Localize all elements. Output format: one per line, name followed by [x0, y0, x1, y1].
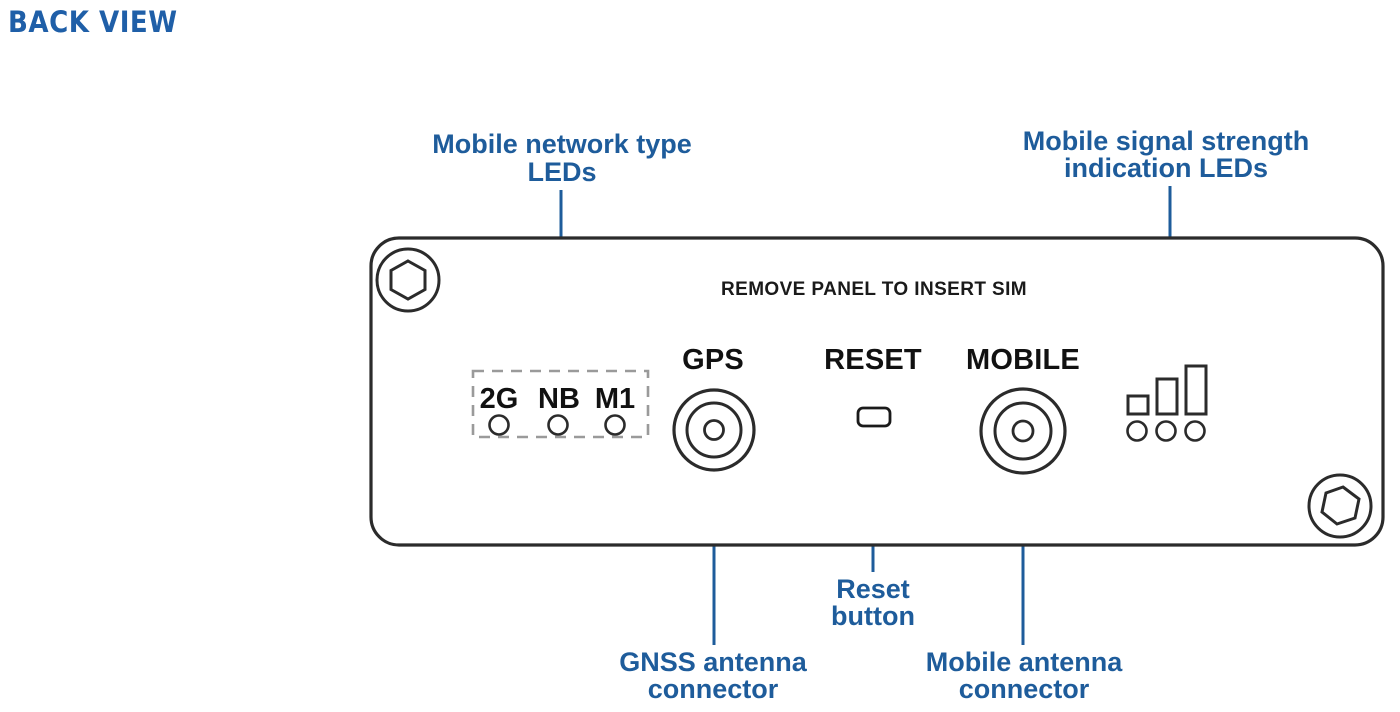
signal-led-3	[1184, 420, 1206, 442]
callout-signal-strength-leds: Mobile signal strength indication LEDs	[1023, 126, 1310, 183]
callout-reset-button-line2: button	[831, 601, 915, 631]
callout-signal-strength-leds-line2: indication LEDs	[1064, 153, 1268, 183]
device-enclosure: REMOVE PANEL TO INSERT SIM 2G NB M1 GPS	[369, 236, 1385, 547]
callout-mobile-connector: Mobile antenna connector	[926, 647, 1123, 704]
gnss-antenna-connector[interactable]: GPS	[672, 344, 756, 472]
signal-led-2	[1155, 420, 1177, 442]
led-label-m1: M1	[595, 383, 635, 415]
screw-top-left	[375, 247, 441, 313]
led-label-2g: 2G	[480, 383, 519, 415]
callout-gnss-connector: GNSS antenna connector	[619, 647, 808, 704]
led-indicator-m1	[604, 414, 626, 436]
led-indicator-nb	[547, 414, 569, 436]
callout-reset-button-line1: Reset	[836, 574, 910, 604]
network-type-led-boundary	[471, 369, 650, 439]
mobile-connector-center-pin	[1011, 419, 1035, 443]
callout-mobile-connector-line1: Mobile antenna	[926, 647, 1123, 677]
screw-bottom-right	[1307, 473, 1373, 539]
callout-gnss-connector-line1: GNSS antenna	[619, 647, 808, 677]
callout-network-type-leds-line2: LEDs	[527, 157, 596, 187]
gnss-connector-center-pin	[703, 419, 725, 441]
callout-signal-strength-leds-line1: Mobile signal strength	[1023, 126, 1310, 156]
port-label-gps: GPS	[682, 344, 744, 376]
screw-bottom-right-hex-socket	[1320, 485, 1361, 526]
page-title: BACK VIEW	[8, 5, 178, 39]
signal-led-1	[1126, 420, 1148, 442]
signal-strength-led-group	[1126, 364, 1208, 442]
callout-network-type-leds-line1: Mobile network type	[432, 129, 692, 159]
reset-button-recess[interactable]	[856, 406, 892, 428]
signal-bar-2	[1155, 377, 1179, 416]
mobile-antenna-connector[interactable]: MOBILE	[966, 344, 1080, 475]
panel-caption: REMOVE PANEL TO INSERT SIM	[721, 279, 1027, 300]
callout-reset-button: Reset button	[831, 574, 915, 631]
port-label-reset: RESET	[824, 344, 922, 376]
callout-gnss-connector-line2: connector	[648, 674, 779, 704]
callout-network-type-leds: Mobile network type LEDs	[432, 129, 692, 187]
device-case-outline	[369, 236, 1385, 547]
port-label-mobile: MOBILE	[966, 344, 1080, 376]
led-indicator-2g	[488, 414, 510, 436]
callout-mobile-connector-line2: connector	[959, 674, 1090, 704]
network-type-led-group: 2G NB M1	[471, 369, 650, 439]
signal-bar-3	[1184, 364, 1208, 416]
signal-bar-1	[1126, 394, 1150, 416]
screw-top-left-hex-socket	[389, 259, 427, 301]
reset-button[interactable]: RESET	[824, 344, 922, 428]
led-label-nb: NB	[538, 383, 580, 415]
